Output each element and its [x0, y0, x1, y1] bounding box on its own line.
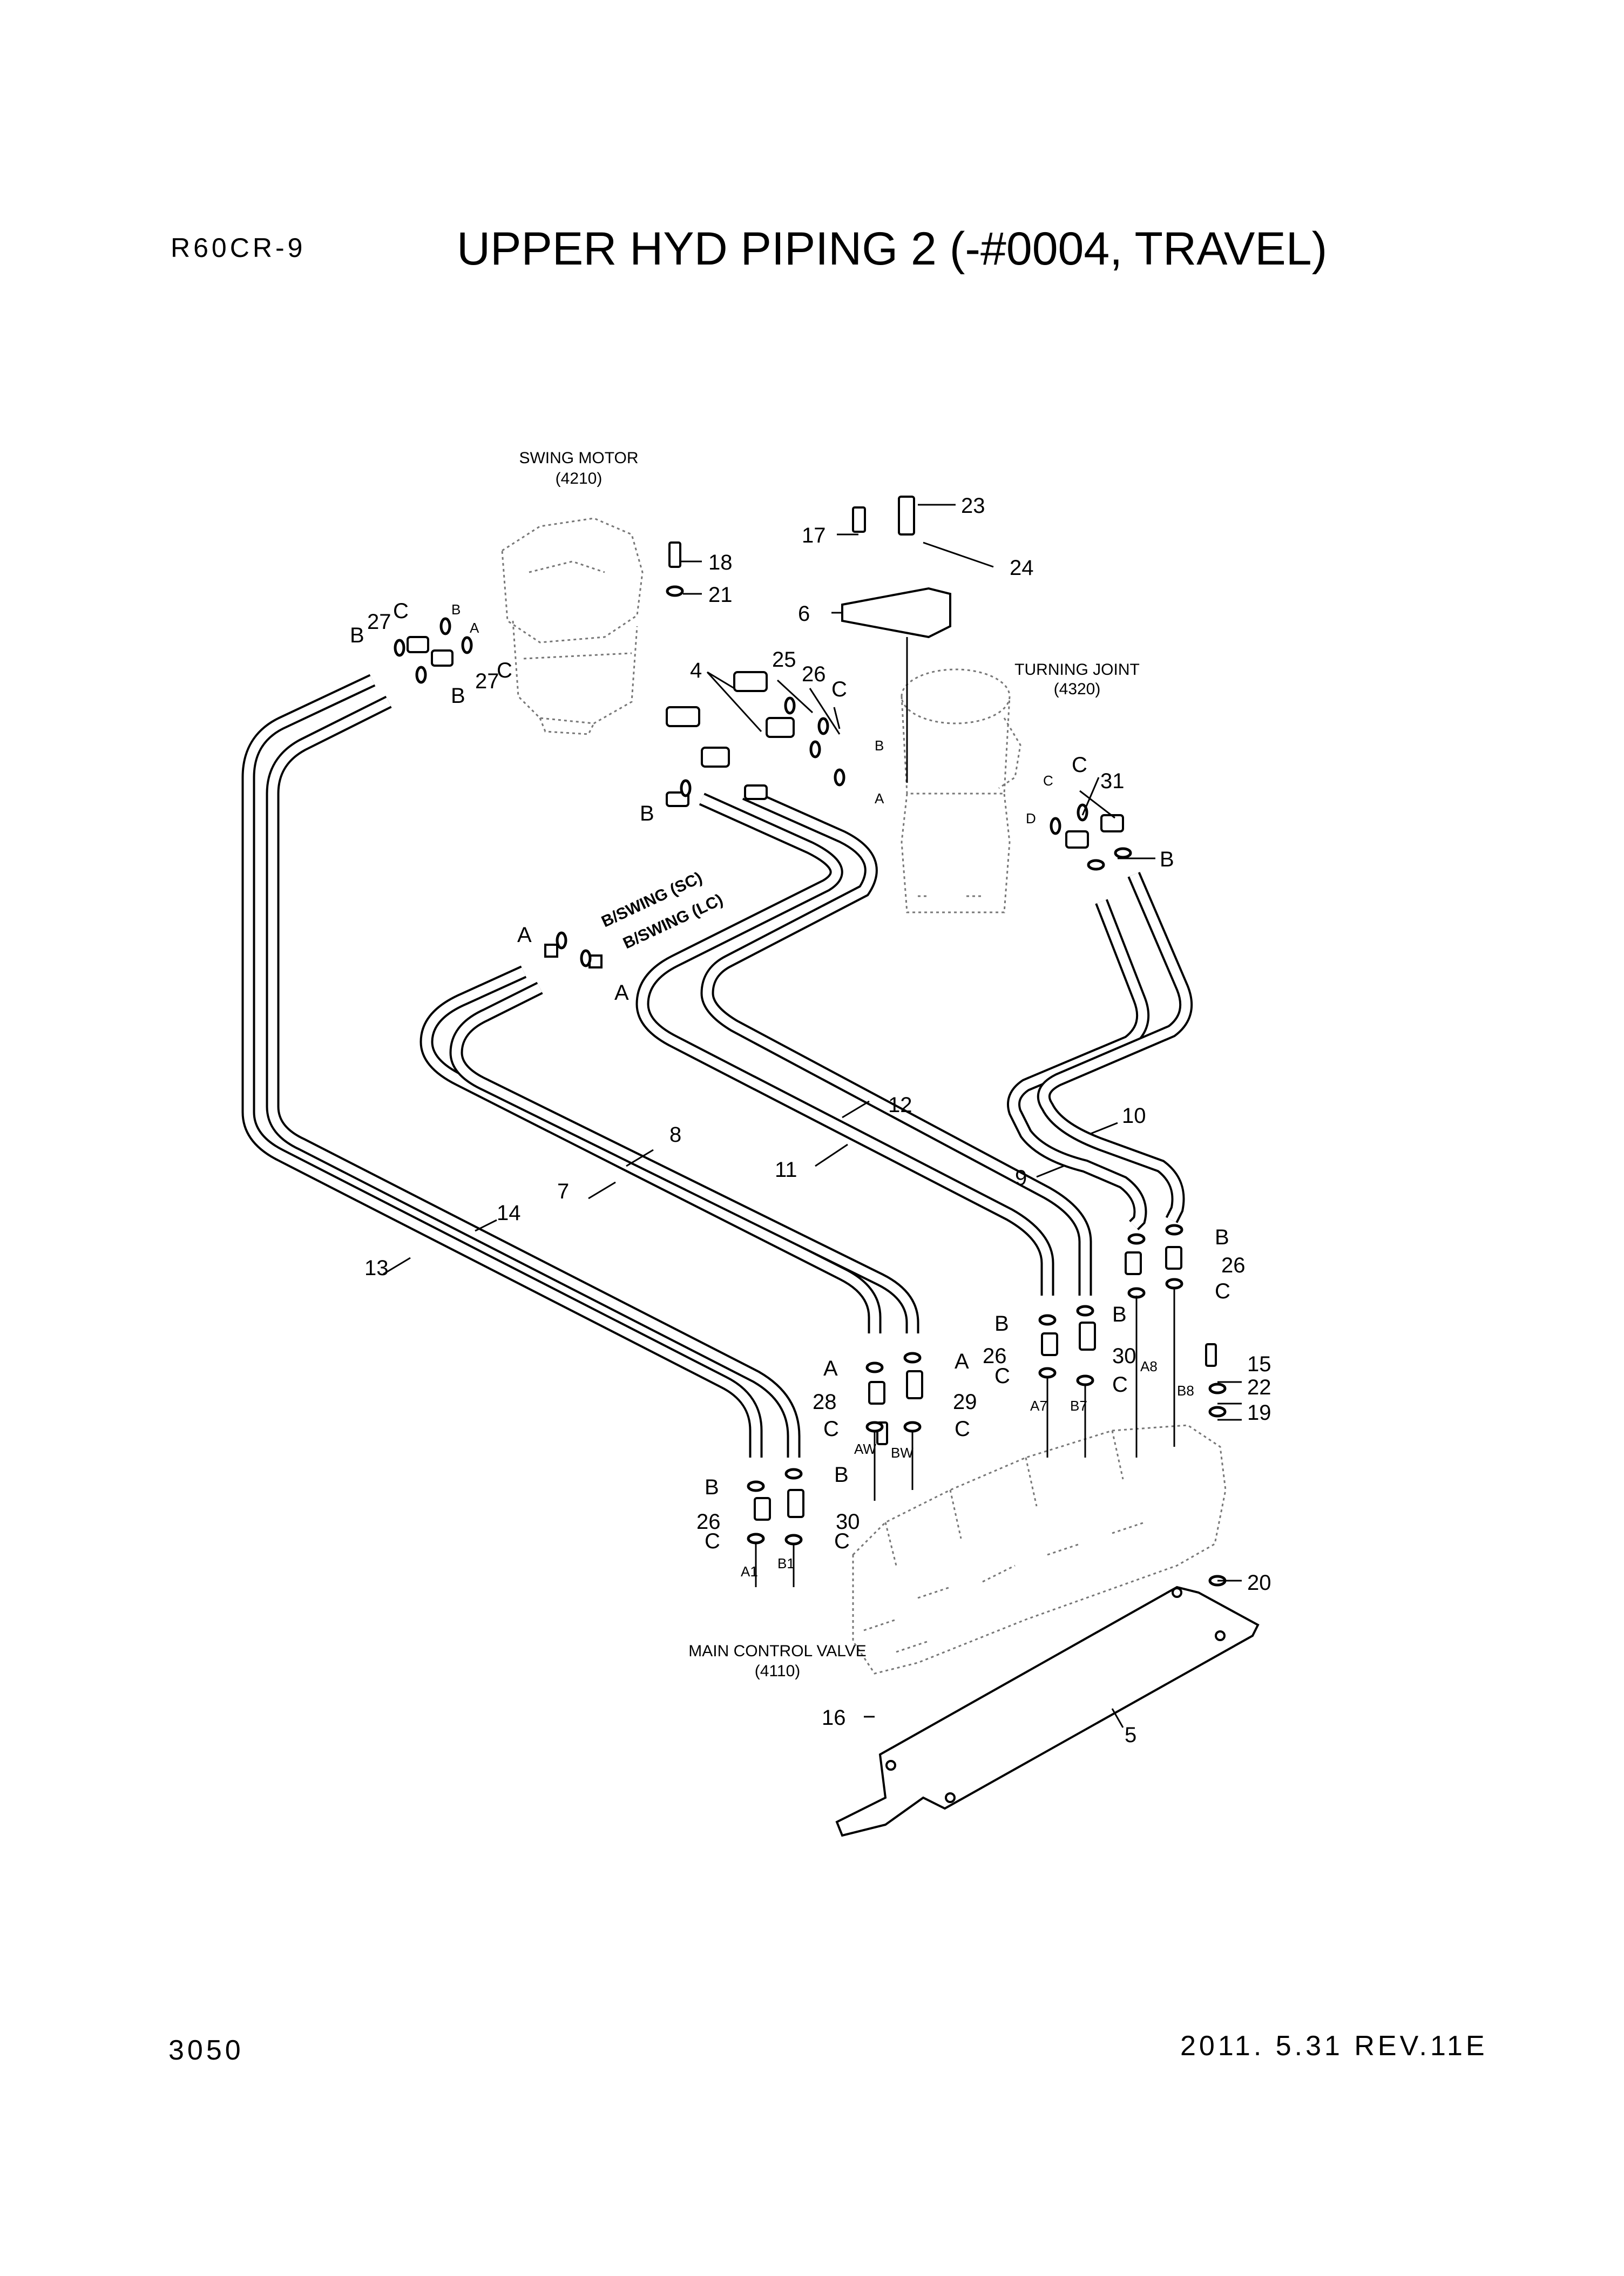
part-25: 25 — [772, 648, 796, 672]
seal-a-1: A — [517, 923, 532, 947]
bracket-6 — [841, 587, 951, 783]
swing-motor-label: SWING MOTOR — [519, 449, 638, 467]
seal-a-3: A — [823, 1357, 838, 1380]
o-rings — [394, 585, 1227, 1587]
part-27-lower: 27 — [475, 669, 499, 693]
part-number-labels: 23 17 24 6 18 21 4 25 26 31 27 27 12 11 … — [364, 494, 1271, 1747]
part-16: 16 — [822, 1706, 846, 1730]
port-labels: B A B A C D A1 B1 AW BW A7 B7 A8 B8 — [451, 601, 1194, 1580]
part-20: 20 — [1247, 1571, 1271, 1595]
main-control-valve-label: MAIN CONTROL VALVE — [688, 1642, 867, 1660]
part-26-l: 26 — [696, 1510, 721, 1534]
part-14: 14 — [497, 1201, 521, 1225]
part-7: 7 — [557, 1180, 569, 1203]
seal-c-1: C — [393, 599, 409, 623]
main-control-valve-code: (4110) — [755, 1662, 801, 1680]
seal-c-5: C — [1215, 1279, 1230, 1303]
date-revision: 2011. 5.31 REV.11E — [1180, 2030, 1488, 2062]
hose-13-14 — [241, 674, 801, 1458]
seal-c-2: C — [497, 659, 512, 682]
part-26-r: 26 — [1221, 1254, 1246, 1277]
port-a-sm: A — [470, 620, 479, 636]
port-d-tj: D — [1026, 810, 1036, 827]
port-bw: BW — [891, 1445, 914, 1461]
seal-b-2: B — [451, 684, 465, 708]
swing-motor-code: (4210) — [556, 470, 603, 487]
seal-c-11: C — [834, 1529, 850, 1553]
seal-b-3: B — [640, 802, 654, 825]
page-number: 3050 — [168, 2035, 244, 2066]
port-a1: A1 — [741, 1563, 758, 1580]
seal-b-9: B — [834, 1463, 849, 1487]
part-26-tj: 26 — [802, 662, 826, 686]
fittings — [407, 496, 1217, 1521]
seal-c-4: C — [1072, 753, 1087, 777]
part-12: 12 — [888, 1093, 912, 1117]
part-10: 10 — [1122, 1104, 1146, 1128]
part-17: 17 — [802, 524, 826, 547]
turning-joint-drawing — [901, 668, 1021, 913]
seal-b-1: B — [350, 624, 364, 647]
plate-5 — [835, 1586, 1260, 1837]
seal-b-4: B — [1160, 848, 1174, 871]
seal-c-7: C — [1112, 1373, 1128, 1397]
port-b1: B1 — [777, 1555, 795, 1571]
part-19: 19 — [1247, 1401, 1271, 1425]
part-29: 29 — [953, 1390, 977, 1414]
part-6: 6 — [798, 602, 810, 626]
turning-joint-code: (4320) — [1054, 680, 1101, 698]
seal-b-6: B — [994, 1312, 1009, 1336]
seal-c-10: C — [705, 1529, 720, 1553]
hose-11-12 — [635, 787, 1092, 1296]
part-15: 15 — [1247, 1352, 1271, 1376]
port-a8: A8 — [1140, 1358, 1158, 1374]
page-title: UPPER HYD PIPING 2 (-#0004, TRAVEL) — [457, 223, 1328, 275]
port-a7: A7 — [1030, 1398, 1047, 1414]
turning-joint-label: TURNING JOINT — [1014, 661, 1140, 679]
seal-b-7: B — [1112, 1303, 1127, 1326]
seal-c-3: C — [831, 678, 847, 701]
part-28: 28 — [813, 1390, 837, 1414]
part-31: 31 — [1100, 769, 1125, 793]
part-24: 24 — [1010, 556, 1034, 580]
seal-a-4: A — [955, 1350, 969, 1373]
seal-b-5: B — [1215, 1225, 1229, 1249]
part-8: 8 — [669, 1123, 681, 1147]
swing-motor-drawing — [501, 517, 644, 735]
part-30-m: 30 — [1112, 1344, 1136, 1368]
port-b8: B8 — [1177, 1383, 1194, 1399]
port-b7: B7 — [1070, 1398, 1087, 1414]
seal-a-2: A — [614, 981, 629, 1005]
model-code: R60CR-9 — [171, 233, 306, 263]
main-control-valve-drawing — [852, 1424, 1227, 1675]
part-13: 13 — [364, 1256, 389, 1280]
port-c-tj: C — [1043, 773, 1053, 789]
port-a-tj: A — [875, 790, 884, 807]
part-26-m: 26 — [983, 1344, 1007, 1368]
seal-letters: C B C B C B C B A A B C B B C C A A C C … — [350, 599, 1230, 1553]
port-aw: AW — [854, 1441, 876, 1457]
part-11: 11 — [775, 1158, 797, 1182]
hose-9-10 — [1007, 872, 1193, 1230]
part-23: 23 — [961, 494, 985, 518]
part-27-upper: 27 — [367, 610, 391, 634]
seal-c-8: C — [823, 1417, 839, 1441]
port-b-sm: B — [451, 601, 461, 618]
part-30-l: 30 — [836, 1510, 860, 1534]
seal-c-9: C — [955, 1417, 970, 1441]
part-18: 18 — [708, 551, 733, 574]
seal-c-6: C — [994, 1364, 1010, 1388]
part-22: 22 — [1247, 1376, 1271, 1399]
seal-b-8: B — [705, 1475, 719, 1499]
part-9: 9 — [1015, 1166, 1027, 1190]
part-4: 4 — [690, 659, 702, 682]
part-21: 21 — [708, 583, 733, 607]
port-b-tj: B — [875, 737, 884, 754]
leader-lines — [383, 504, 1242, 1728]
hose-7-8 — [419, 965, 919, 1333]
part-5: 5 — [1125, 1723, 1136, 1747]
